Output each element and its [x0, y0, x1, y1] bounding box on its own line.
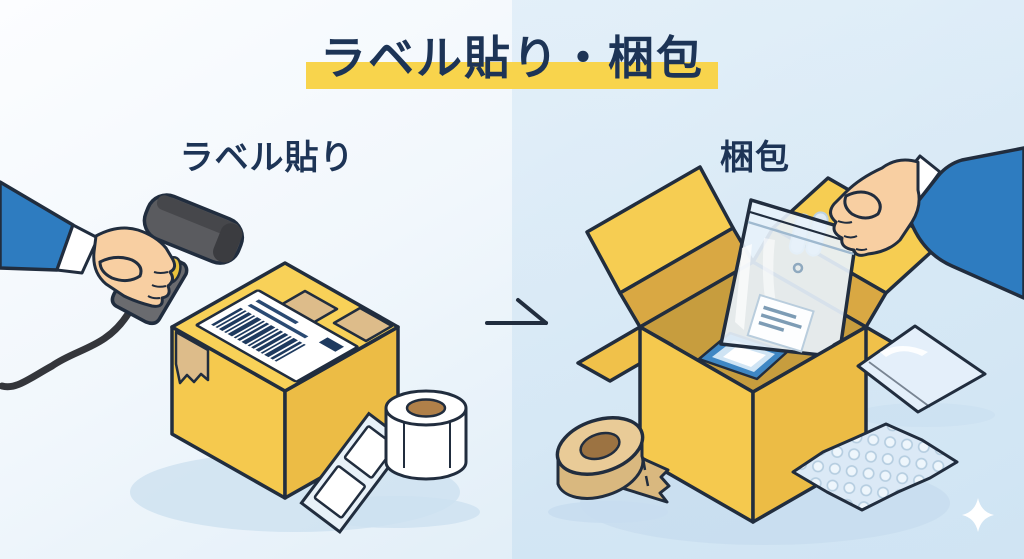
packing-tape-icon — [174, 289, 394, 385]
label-roll-core — [405, 398, 447, 418]
poly-bag-icon — [856, 324, 987, 414]
tape-roll-icon — [555, 416, 671, 504]
shipping-label-icon — [195, 289, 359, 383]
scanner-cable — [0, 310, 132, 391]
section-label-packing: 梱包 — [720, 139, 790, 177]
right-scene — [548, 146, 1024, 545]
sparkle-icon — [962, 498, 994, 532]
arrow-right-icon — [485, 298, 548, 325]
scanner-hand-icon — [0, 180, 245, 391]
left-scene — [0, 180, 480, 534]
bag-hang-hole — [792, 262, 804, 274]
page-title-highlight: ラベル貼り・梱包 — [306, 32, 718, 89]
barcode-icon — [211, 307, 306, 362]
thumb — [98, 255, 143, 283]
shipping-box-icon — [170, 261, 400, 500]
bag-shine — [735, 244, 752, 330]
poly-bag-shadow — [855, 403, 995, 427]
thumb — [843, 190, 882, 220]
page-title: ラベル貼り・梱包 — [0, 32, 1024, 89]
packing-hand-icon — [829, 146, 1024, 300]
label-roll-icon — [299, 389, 468, 534]
tape-roll-shadow — [548, 501, 668, 523]
bag-label-icon — [746, 293, 815, 353]
cuff — [55, 223, 100, 275]
section-label-labeling: ラベル貼り — [179, 139, 355, 177]
ziplock-bag-icon — [719, 198, 859, 359]
tape-roll-core — [579, 431, 621, 461]
